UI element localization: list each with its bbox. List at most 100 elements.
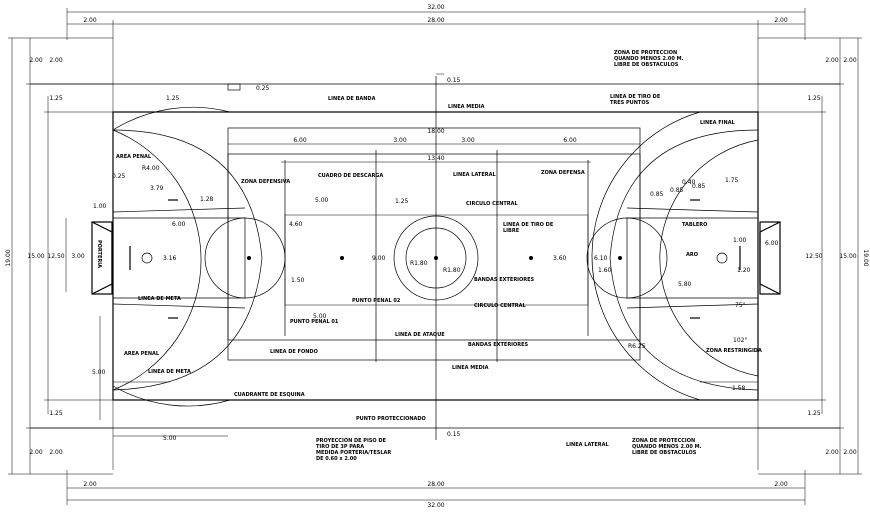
- ml-tiro-libre-line: LINEA DE TIRO DE: [503, 222, 554, 228]
- label-bandas-exteriores2: BANDAS EXTERIORES: [468, 342, 529, 348]
- dim-seg-300-b: 3.00: [461, 137, 475, 144]
- label-linea-media2: LINEA MEDIA: [452, 365, 489, 371]
- label-circulo-central: CIRCULO CENTRAL: [466, 201, 519, 207]
- dim-seg-300-a: 3.00: [393, 137, 407, 144]
- dim-end-margin-bl: 2.00: [83, 481, 97, 488]
- dim-right-175: 1.75: [725, 177, 739, 184]
- dim-side-125-inner: 1.25: [166, 95, 180, 102]
- dim-board-015: 0.15: [447, 77, 461, 84]
- dim-mid-500-bot: 5.00: [313, 313, 327, 320]
- dim-left-500-vert: 5.00: [92, 369, 106, 376]
- label-area-penal2: AREA PENAL: [124, 351, 160, 357]
- dim-right-085a: 0.85: [650, 191, 664, 198]
- ml-proyeccion-line: PROYECCION DE PISO DE: [316, 438, 387, 444]
- ml-proyeccion-line: DE 0.60 x 2.00: [316, 456, 357, 462]
- ml-tres-puntos-line: LINEA DE TIRO DE: [610, 94, 661, 100]
- dim-bot-margin-right-a: 2.00: [825, 449, 839, 456]
- dim-bot-margin-right-b: 2.00: [843, 449, 857, 456]
- label-punto-penal-b: PUNTO PENAL 02: [352, 298, 401, 304]
- dim-end-margin-tr: 2.00: [774, 17, 788, 24]
- ml-tres-puntos-line: TRES PUNTOS: [610, 100, 650, 106]
- dim-end-margin-tl: 2.00: [83, 17, 97, 24]
- label-zona-defensiva: ZONA DEFENSIVA: [241, 179, 290, 185]
- label-punto-penal-a: PUNTO PENAL 01: [290, 319, 339, 325]
- dim-total-width-left: 19.00: [5, 249, 12, 266]
- ml-proyeccion-line: TIRO DE 3P PARA: [316, 444, 364, 450]
- label-linea-meta: LINEA DE META: [138, 296, 181, 302]
- dim-mid-900: 9.00: [372, 255, 386, 262]
- dim-bottom-500: 5.00: [163, 435, 177, 442]
- ml-zona-top-line: QUANDO MENOS 2.00 M.: [614, 56, 684, 62]
- label-zona-defensa: ZONA DEFENSA: [541, 170, 585, 176]
- dim-bot-margin-left-b: 2.00: [49, 449, 63, 456]
- dim-right-120: 1.20: [737, 267, 751, 274]
- label-linea-lateral: LINEA LATERAL: [453, 172, 496, 178]
- dim-r180-b: R1.80: [443, 267, 461, 274]
- ml-zona-bot-line: QUANDO MENOS 2.00 M.: [632, 444, 702, 450]
- annotations: LINEA DE BANDA LINEA MEDIA LINEA FINAL A…: [96, 96, 762, 448]
- label-zona-restring: ZONA RESTRINGIDA: [706, 348, 762, 354]
- label-circulo-central2: CIRCULO CENTRAL: [474, 303, 527, 309]
- dim-court-width-right: 15.00: [839, 253, 856, 260]
- dim-300-left: 3.00: [71, 253, 85, 260]
- dim-side-offset-right-bot: 1.25: [807, 410, 821, 417]
- dim-right-085b: 0.85: [670, 187, 684, 194]
- dim-center-width: 13.40: [427, 155, 444, 162]
- ml-zona-top-line: ZONA DE PROTECCION: [614, 50, 677, 56]
- dim-key-width-right: 12.50: [805, 253, 822, 260]
- dim-total-length-top: 32.00: [427, 4, 444, 11]
- dim-top-margin-left-b: 2.00: [49, 57, 63, 64]
- ml-proyeccion-line: MEDIDA PORTERIA/TESLAR: [316, 450, 391, 456]
- bottom-dimensions: 2.00 28.00 2.00 32.00: [66, 470, 806, 509]
- label-punto-prot: PUNTO PROTECCIONADO: [356, 416, 426, 422]
- left-dimensions: 19.00 15.00 12.50 3.00 2.00 2.00 1.25 1.…: [5, 37, 113, 475]
- dim-seg-600-b: 6.00: [563, 137, 577, 144]
- dim-board-015-bot: 0.15: [447, 431, 461, 438]
- dim-left-r: R4.00: [142, 165, 160, 172]
- dim-left-379: 3.79: [150, 185, 164, 192]
- dim-court-length-bottom: 28.00: [427, 481, 444, 488]
- label-cuadro-descarga: CUADRO DE DESCARGA: [318, 173, 383, 179]
- court-lines: [30, 73, 840, 440]
- dim-right-610: 6.10: [594, 255, 608, 262]
- label-linea-media: LINEA MEDIA: [448, 104, 485, 110]
- label-bandas-exteriores: BANDAS EXTERIORES: [474, 277, 535, 283]
- dim-side-offset-left-top: 1.25: [49, 95, 63, 102]
- dim-right-580: 5.80: [678, 281, 692, 288]
- dim-right-040: 0.40: [682, 179, 696, 186]
- label-linea-fondo: LINEA DE FONDO: [270, 349, 318, 355]
- dim-left-100: 1.00: [93, 203, 107, 210]
- dim-right-160: 1.60: [598, 267, 612, 274]
- dim-right-085c: 0.85: [692, 183, 706, 190]
- ml-zona-bot-line: ZONA DE PROTECCION: [632, 438, 695, 444]
- dim-mid-500-top: 5.00: [315, 197, 329, 204]
- dim-left-128: 1.28: [200, 196, 214, 203]
- dim-mid-125: 1.25: [395, 198, 409, 205]
- ml-tiro-libre-line: LIBRE: [503, 228, 520, 234]
- dim-left-025: 0.25: [112, 173, 126, 180]
- label-linea-final: LINEA FINAL: [700, 120, 736, 126]
- label-linea-lateral-bot: LINEA LATERAL: [566, 442, 609, 448]
- label-porteria: PORTERIA: [96, 240, 102, 268]
- dim-r180-a: R1.80: [410, 260, 428, 267]
- dim-left-316: 3.16: [163, 255, 177, 262]
- dim-right-600: 6.00: [765, 240, 779, 247]
- dim-court-length-top: 28.00: [427, 17, 444, 24]
- dim-top-margin-right-b: 2.00: [843, 57, 857, 64]
- dim-right-360: 3.60: [553, 255, 567, 262]
- dim-right-100: 1.00: [733, 237, 747, 244]
- dim-deg102: 102°: [733, 337, 747, 344]
- dim-left-600: 6.00: [172, 221, 186, 228]
- label-aro: ARO: [686, 252, 698, 258]
- dim-end-margin-br: 2.00: [774, 481, 788, 488]
- dim-deg75: 75°: [735, 302, 746, 309]
- ml-zona-bot-line: LIBRE DE OBSTACULOS: [632, 450, 697, 456]
- dim-board-025: 0.25: [256, 85, 270, 92]
